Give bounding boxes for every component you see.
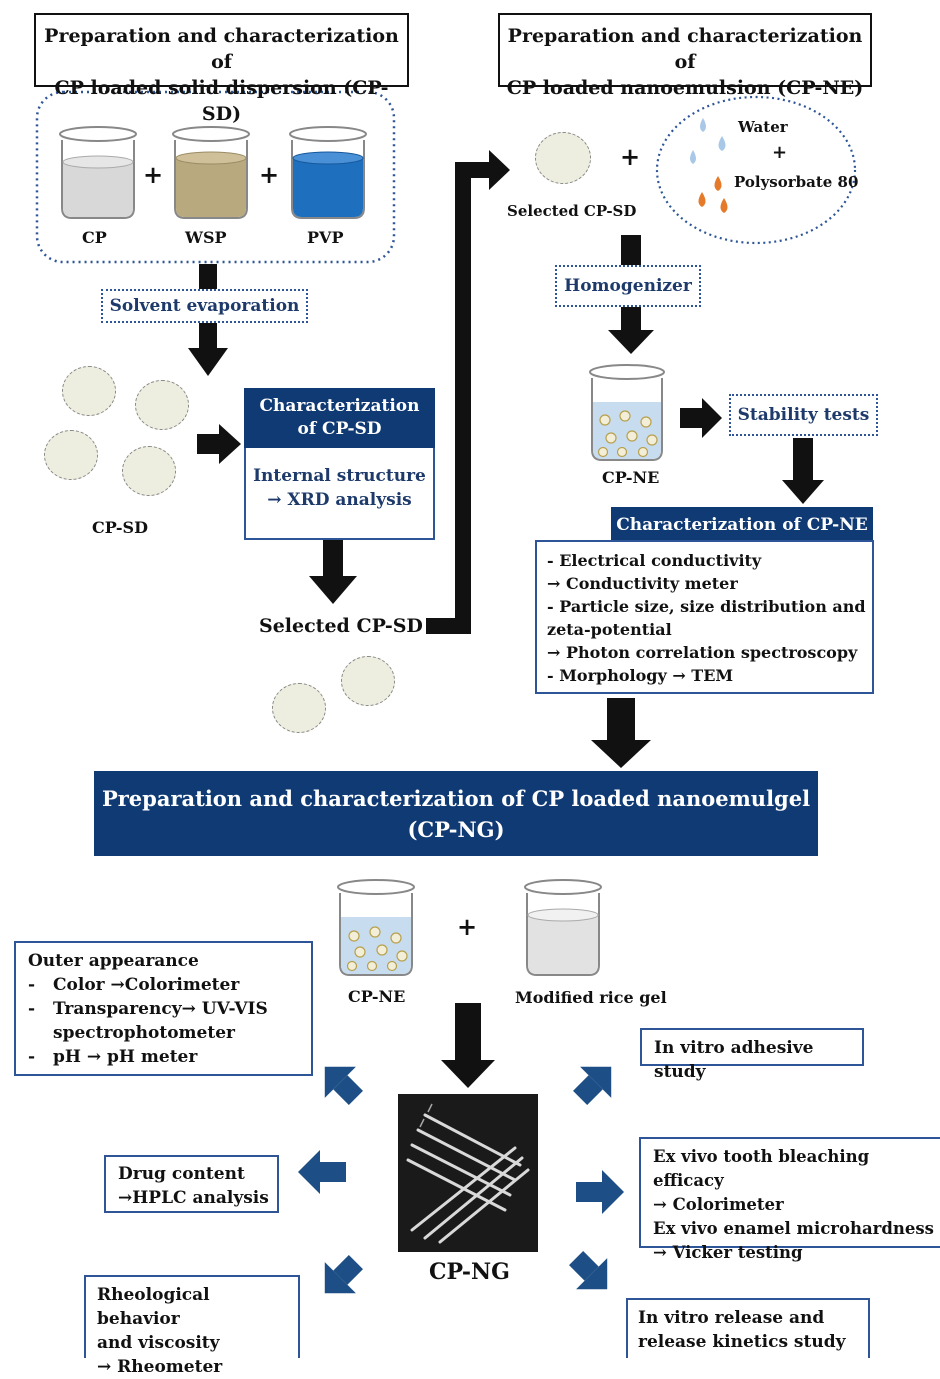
beaker-pvp-icon bbox=[289, 126, 367, 219]
label-cpng: CP-NG bbox=[429, 1259, 510, 1285]
beaker-cpne-bottom-icon bbox=[337, 879, 415, 976]
polysorbate-droplet-icon bbox=[698, 176, 728, 213]
char-ne-body: - Electrical conductivity → Conductivity… bbox=[547, 551, 866, 685]
sd-header: Preparation and characterization of CP l… bbox=[34, 13, 409, 125]
selected-cpsd-particle bbox=[272, 683, 326, 733]
outer-ph-item: pH → pH meter bbox=[53, 1047, 198, 1067]
bullet-dash: - bbox=[28, 1047, 36, 1067]
label-wsp: WSP bbox=[185, 228, 227, 247]
char-sd-title: Characterization of CP-SD bbox=[244, 388, 435, 448]
beaker-wsp-icon bbox=[172, 126, 250, 219]
ex-vivo-box: Ex vivo tooth bleaching efficacy → Color… bbox=[639, 1137, 940, 1262]
label-cpsd: CP-SD bbox=[92, 518, 148, 537]
char-ne-box: - Electrical conductivity → Conductivity… bbox=[535, 540, 874, 694]
arrow-down-6 bbox=[441, 1003, 495, 1088]
rheology-box: Rheological behavior and viscosity → Rhe… bbox=[84, 1275, 300, 1377]
release-text: In vitro release and release kinetics st… bbox=[638, 1308, 846, 1352]
drug-content-text: Drug content →HPLC analysis bbox=[118, 1164, 269, 1208]
selected-cpsd-particle bbox=[535, 132, 591, 184]
arrow-blue-left bbox=[298, 1150, 346, 1194]
solvent-evaporation-tag: Solvent evaporation bbox=[101, 289, 308, 323]
arrow-down-5 bbox=[591, 698, 651, 768]
ellipse-plus: + bbox=[772, 142, 788, 163]
selected-cpsd-particle bbox=[341, 656, 395, 706]
label-cpne-bottom: CP-NE bbox=[348, 987, 406, 1006]
polysorbate-label: Polysorbate 80 bbox=[734, 173, 859, 191]
selected-cpsd-label: Selected CP-SD bbox=[259, 615, 423, 637]
rheology-text: Rheological behavior and viscosity → Rhe… bbox=[97, 1285, 223, 1377]
beaker-cp-icon bbox=[59, 126, 137, 219]
cpsd-particle bbox=[44, 430, 98, 480]
char-sd-body: Internal structure → XRD analysis bbox=[253, 466, 426, 510]
cpsd-particle bbox=[62, 366, 116, 416]
label-cpne: CP-NE bbox=[602, 468, 660, 487]
bullet-dash: - bbox=[28, 975, 36, 995]
cpsd-particle bbox=[135, 380, 189, 430]
adhesive-text: In vitro adhesive study bbox=[654, 1038, 814, 1082]
arrow-down-4 bbox=[782, 438, 824, 504]
water-polysorbate-ellipse bbox=[655, 95, 857, 245]
bullet-dash: - bbox=[28, 999, 36, 1019]
char-sd-box: Characterization of CP-SD Internal struc… bbox=[244, 388, 435, 540]
ex-vivo-text: Ex vivo tooth bleaching efficacy → Color… bbox=[653, 1147, 934, 1262]
stability-tests-tag: Stability tests bbox=[729, 394, 878, 436]
cpng-syringes-photo bbox=[398, 1094, 538, 1252]
outer-appearance-box: Outer appearance - Color →Colorimeter - … bbox=[14, 941, 313, 1076]
connector-arrow bbox=[426, 150, 510, 634]
adhesive-box: In vitro adhesive study bbox=[640, 1028, 864, 1082]
label-cp: CP bbox=[82, 228, 107, 247]
water-label: Water bbox=[738, 118, 788, 136]
char-ne-title: Characterization of CP-NE bbox=[611, 507, 873, 543]
arrow-blue-downleft bbox=[324, 1255, 363, 1294]
plus-sign: + bbox=[620, 142, 641, 171]
outer-appearance-title: Outer appearance bbox=[28, 951, 199, 971]
beaker-rice-gel-icon bbox=[524, 879, 602, 976]
arrow-right-2 bbox=[680, 398, 722, 438]
plus-sign: + bbox=[457, 912, 478, 941]
arrow-blue-upright bbox=[573, 1066, 612, 1105]
release-box: In vitro release and release kinetics st… bbox=[626, 1298, 870, 1358]
ne-header: Preparation and characterization of CP l… bbox=[498, 13, 872, 99]
outer-transparency-item: Transparency→ UV-VIS spectrophotometer bbox=[53, 999, 268, 1043]
arrow-blue-right bbox=[576, 1170, 624, 1214]
nanoemulgel-banner: Preparation and characterization of CP l… bbox=[94, 771, 818, 856]
selected-cpsd-small-label: Selected CP-SD bbox=[507, 202, 637, 220]
arrow-blue-downright bbox=[569, 1251, 608, 1290]
arrow-down-2 bbox=[309, 540, 357, 604]
arrow-down-3 bbox=[608, 306, 654, 354]
plus-sign: + bbox=[259, 160, 280, 189]
arrow-right-1 bbox=[197, 424, 241, 464]
arrow-down-1 bbox=[188, 322, 228, 376]
plus-sign: + bbox=[143, 160, 164, 189]
label-rice-gel: Modified rice gel bbox=[515, 988, 667, 1007]
cpsd-particle bbox=[122, 446, 176, 496]
arrow-blue-upleft bbox=[324, 1066, 363, 1105]
water-droplet-icon bbox=[690, 118, 726, 164]
outer-color-item: Color →Colorimeter bbox=[53, 975, 240, 995]
drug-content-box: Drug content →HPLC analysis bbox=[104, 1155, 279, 1213]
homogenizer-tag: Homogenizer bbox=[555, 265, 701, 307]
beaker-cpne-icon bbox=[589, 364, 665, 461]
label-pvp: PVP bbox=[307, 228, 344, 247]
